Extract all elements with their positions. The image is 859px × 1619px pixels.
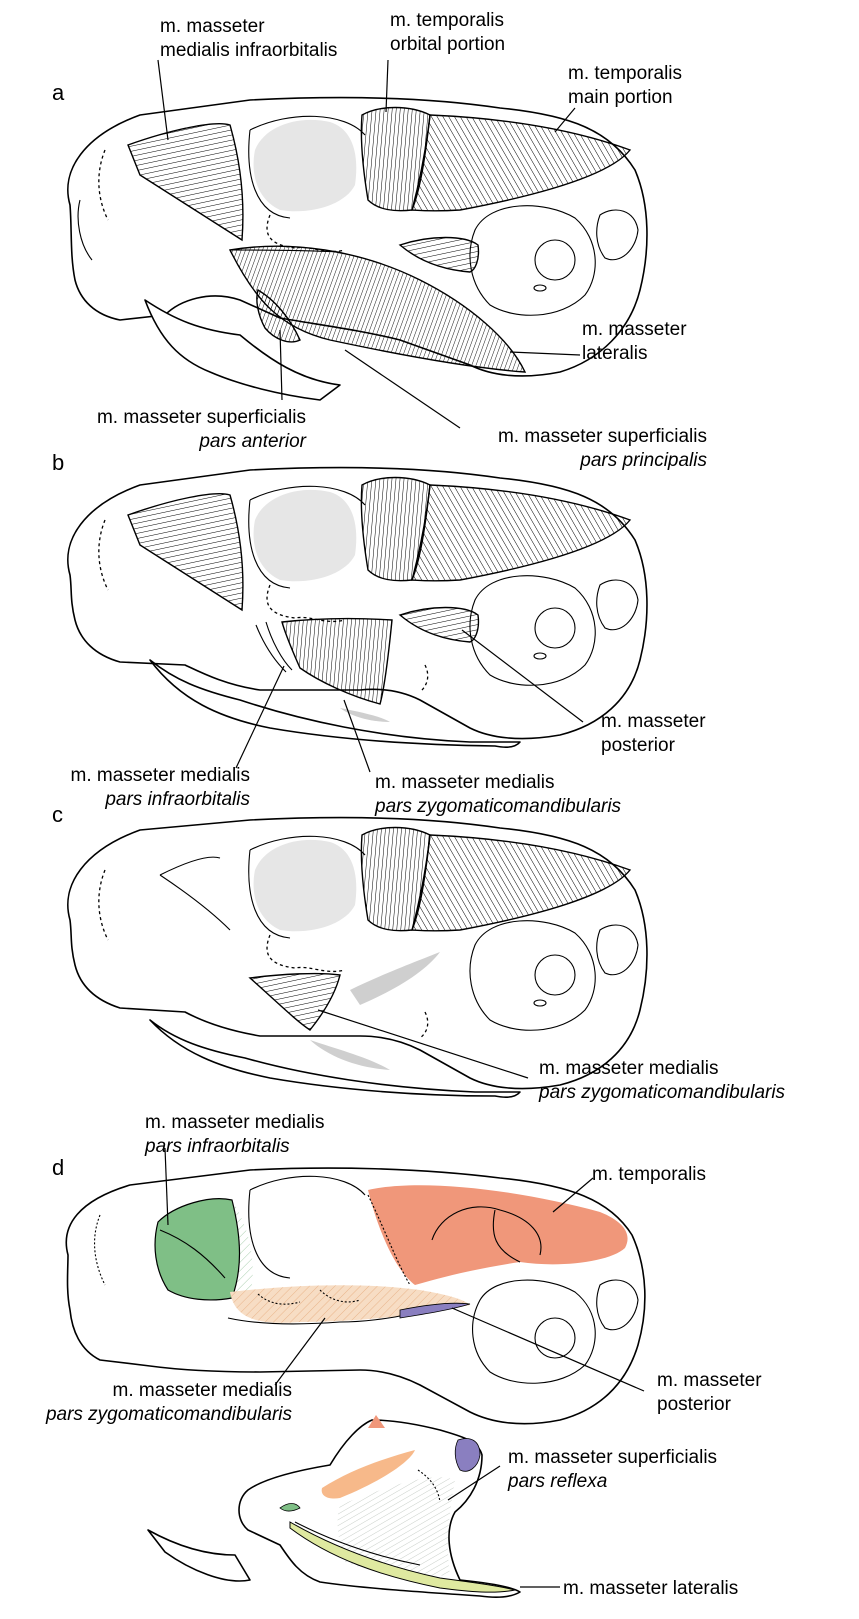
label-mmi-b-1: m. masseter medialis	[71, 765, 251, 786]
label-msa-a-2: pars anterior	[198, 431, 306, 452]
label-mmi-d-1: m. masseter medialis	[145, 1112, 325, 1133]
label-mmi-d-2: pars infraorbitalis	[144, 1136, 290, 1157]
m-masseter-medialis-zygomaticomandibularis-b	[282, 619, 392, 704]
panel-letter-c: c	[52, 802, 63, 827]
label-mmmi-a-1: m. masseter	[160, 16, 265, 37]
label-mp-d-2: posterior	[657, 1394, 732, 1415]
label-msp-a-2: pars principalis	[579, 450, 707, 471]
label-tem-d: m. temporalis	[592, 1164, 706, 1185]
label-mmz-c-2: pars zygomaticomandibularis	[538, 1082, 786, 1103]
label-mmz-b-2: pars zygomaticomandibularis	[374, 796, 622, 817]
panel-a: a	[52, 10, 707, 471]
label-mmmi-a-2: medialis infraorbitalis	[160, 40, 337, 61]
panel-letter-b: b	[52, 450, 64, 475]
label-ml-d: m. masseter lateralis	[563, 1578, 738, 1599]
label-mmz-c-1: m. masseter medialis	[539, 1058, 719, 1079]
label-tmp-a-2: main portion	[568, 87, 673, 108]
label-ml-a-2: lateralis	[582, 343, 647, 364]
mandible-d	[148, 1415, 520, 1597]
label-tor-a-2: orbital portion	[390, 34, 505, 55]
panel-letter-a: a	[52, 80, 65, 105]
label-mp-b-1: m. masseter	[601, 711, 706, 732]
label-mmi-b-2: pars infraorbitalis	[104, 789, 250, 810]
label-mmz-b-1: m. masseter medialis	[375, 772, 555, 793]
panel-c: c m. masseter medialis pars zygo	[52, 802, 786, 1103]
label-ml-a-1: m. masseter	[582, 319, 687, 340]
panel-letter-d: d	[52, 1155, 64, 1180]
panel-b: b m. masseter	[52, 450, 706, 817]
label-mp-b-2: posterior	[601, 735, 676, 756]
panel-d: d	[45, 1112, 762, 1599]
label-mmz-d-1: m. masseter medialis	[113, 1380, 293, 1401]
label-msr-d-2: pars reflexa	[507, 1471, 607, 1492]
label-tmp-a-1: m. temporalis	[568, 63, 682, 84]
label-tor-a-1: m. temporalis	[390, 10, 504, 31]
label-msa-a-1: m. masseter superficialis	[97, 407, 306, 428]
label-mmz-d-2: pars zygomaticomandibularis	[45, 1404, 293, 1425]
label-msp-a-1: m. masseter superficialis	[498, 426, 707, 447]
label-msr-d-1: m. masseter superficialis	[508, 1447, 717, 1468]
label-mp-d-1: m. masseter	[657, 1370, 762, 1391]
